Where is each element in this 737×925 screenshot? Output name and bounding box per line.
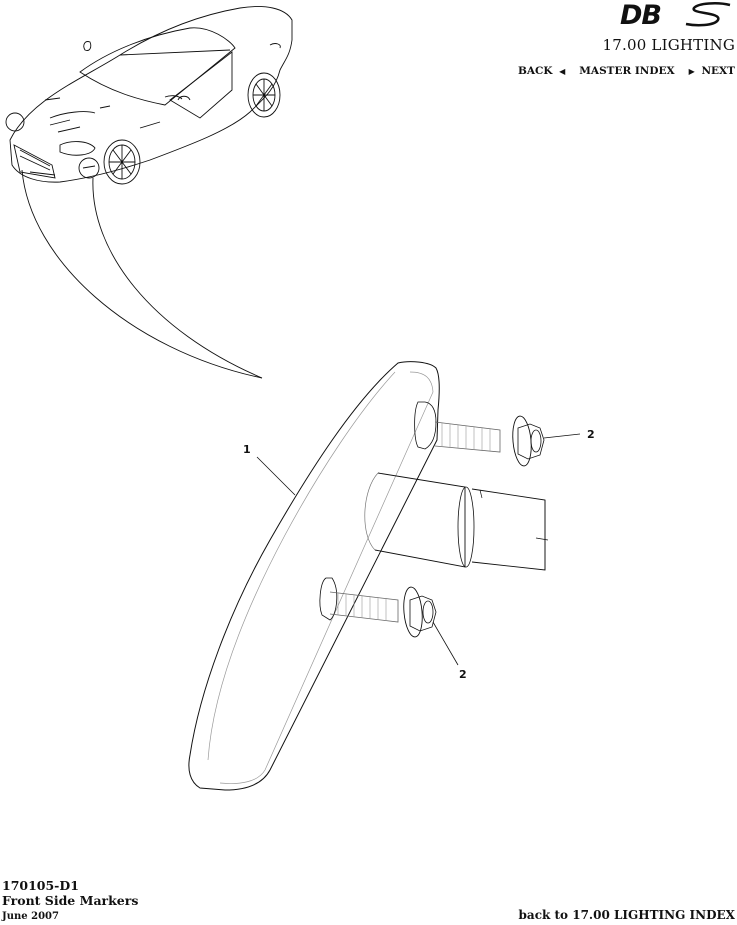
- next-button[interactable]: ▶ NEXT: [689, 65, 735, 77]
- side-marker-lamp-drawing: [188, 361, 549, 791]
- callout-1-leader: [256, 456, 296, 496]
- callout-2-lower-leader: [432, 621, 459, 666]
- callout-2-upper: 2: [587, 428, 595, 441]
- document-date: June 2007: [2, 911, 59, 922]
- document-title: Front Side Markers: [2, 893, 139, 908]
- section-title: 17.00 LIGHTING: [602, 36, 735, 54]
- svg-text:DB: DB: [620, 0, 661, 28]
- callout-2-upper-leader: [543, 433, 581, 439]
- master-index-link[interactable]: MASTER INDEX: [579, 65, 675, 77]
- triangle-right-icon: ▶: [688, 66, 695, 76]
- navigation-bar: BACK ◀ MASTER INDEX ▶ NEXT: [518, 65, 735, 77]
- callout-2-lower: 2: [459, 668, 467, 681]
- leader-curve-right: [92, 177, 263, 379]
- back-to-lighting-index-link[interactable]: back to 17.00 LIGHTING INDEX: [518, 908, 735, 922]
- car-overview-illustration: [5, 6, 293, 185]
- dbs-logo: DB: [620, 0, 731, 28]
- triangle-left-icon: ◀: [559, 66, 566, 76]
- callout-1: 1: [243, 443, 251, 456]
- next-label: NEXT: [701, 65, 735, 77]
- document-code: 170105-D1: [2, 878, 79, 893]
- back-label: BACK: [517, 65, 553, 77]
- leader-curve-left: [21, 169, 263, 379]
- back-button[interactable]: BACK ◀: [518, 65, 565, 77]
